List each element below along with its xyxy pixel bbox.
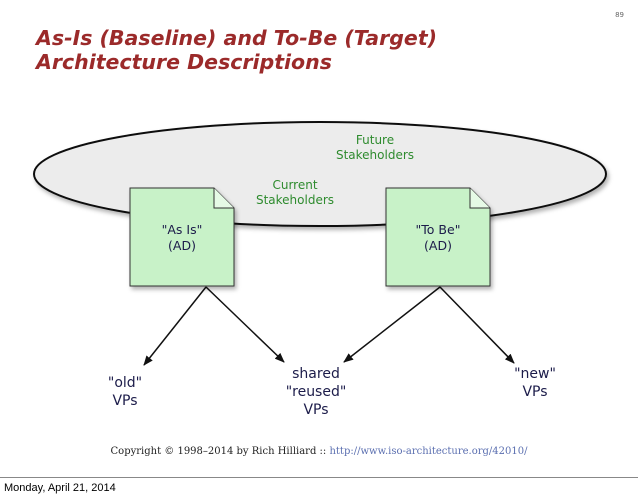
footer-date: Monday, April 21, 2014 [0,477,638,497]
shared-vps-label: shared "reused" VPs [274,365,358,419]
slide-number: 89 [615,11,624,19]
arrow-to-be-to-new [439,286,515,364]
arrow-to-be-to-shared [343,286,441,363]
as-is-line-1: "As Is" [161,222,203,237]
shared-line-3: VPs [303,402,329,418]
future-line-1: Future [355,133,395,147]
old-vps-label: "old" VPs [90,374,160,410]
current-line-2: Stakeholders [255,193,335,207]
to-be-line-2: (AD) [424,238,452,253]
as-is-line-2: (AD) [168,238,196,253]
new-line-2: VPs [522,384,548,400]
future-stakeholders-label: Future Stakeholders [320,133,430,163]
to-be-line-1: "To Be" [415,222,461,237]
as-is-document [129,187,235,287]
current-stakeholders-label: Current Stakeholders [240,178,350,208]
new-line-1: "new" [514,366,556,382]
copyright-text: Copyright © 1998–2014 by Rich Hilliard :… [110,446,330,457]
title-line-1: As-Is (Baseline) and To-Be (Target) [36,26,437,50]
title-line-2: Architecture Descriptions [36,50,332,74]
old-line-2: VPs [112,393,138,409]
future-line-2: Stakeholders [335,148,415,162]
as-is-label: "As Is" (AD) [140,222,224,254]
arrow-as-is-to-old [143,286,207,366]
shared-line-1: shared [292,366,340,382]
old-line-1: "old" [107,375,143,391]
new-vps-label: "new" VPs [500,365,570,401]
copyright-link[interactable]: http://www.iso-architecture.org/42010/ [329,446,528,457]
to-be-document [385,187,491,287]
to-be-label: "To Be" (AD) [396,222,480,254]
shared-line-2: "reused" [285,384,347,400]
slide-title: As-Is (Baseline) and To-Be (Target) Arch… [36,26,596,74]
copyright-notice: Copyright © 1998–2014 by Rich Hilliard :… [0,446,638,457]
arrow-as-is-to-shared [205,286,285,363]
current-line-1: Current [272,178,318,192]
